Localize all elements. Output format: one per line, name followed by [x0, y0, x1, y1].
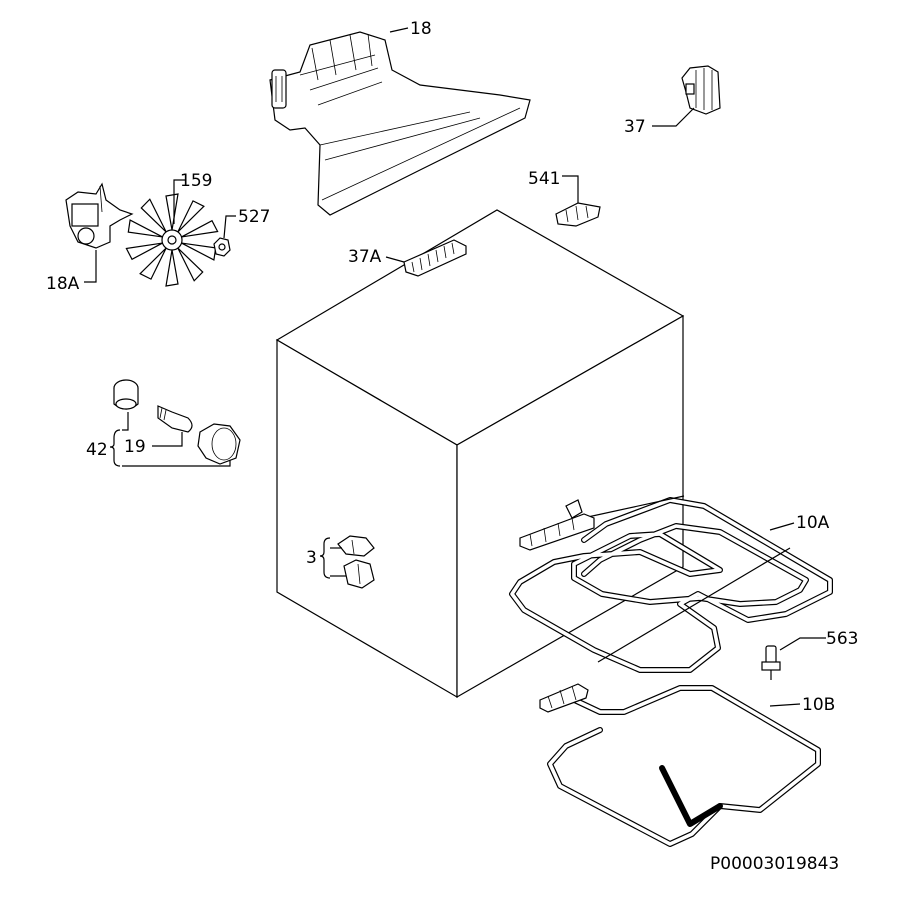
part-563-sensor — [761, 645, 781, 680]
leader-42b — [122, 460, 231, 467]
leader-37 — [652, 107, 695, 127]
part-42-lamp-cover — [197, 423, 241, 465]
leader-42a — [122, 412, 129, 431]
label-159: 159 — [180, 171, 212, 191]
label-527: 527 — [238, 207, 270, 227]
label-37a: 37A — [348, 247, 382, 267]
part-10b-bottom-element — [539, 683, 821, 847]
leader-18 — [389, 27, 409, 33]
label-18a: 18A — [46, 274, 80, 294]
leader-37a — [385, 256, 405, 263]
label-18: 18 — [410, 19, 432, 39]
leader-541 — [562, 175, 579, 203]
label-42: 42 — [86, 440, 108, 460]
part-19-bulb — [157, 405, 193, 433]
label-3: 3 — [306, 548, 317, 568]
label-563: 563 — [826, 629, 858, 649]
label-10b: 10B — [802, 695, 835, 715]
leader-159 — [173, 179, 186, 224]
part-37-switch — [681, 65, 721, 115]
part-18-fan-duct — [269, 31, 531, 216]
leader-10a — [769, 522, 795, 531]
part-37a-terminal-block — [403, 239, 467, 277]
part-42-lamp-holder — [113, 379, 139, 410]
label-37: 37 — [624, 117, 646, 137]
brace-3 — [319, 537, 331, 579]
part-541-connector — [555, 202, 601, 227]
label-19: 19 — [124, 437, 146, 457]
leader-527 — [223, 215, 236, 239]
part-527-nut — [213, 237, 231, 257]
oven-cavity — [275, 209, 685, 699]
leader-18a — [84, 250, 97, 283]
part-18a-fan-motor — [65, 182, 134, 249]
part-3-clips — [337, 535, 375, 589]
label-10a: 10A — [796, 513, 830, 533]
leader-563 — [779, 637, 826, 651]
brace-42 — [109, 429, 121, 467]
leader-10b — [769, 703, 801, 707]
drawing-code: P00003019843 — [710, 854, 839, 874]
label-541: 541 — [528, 169, 560, 189]
part-10a-grill-element — [509, 495, 833, 673]
part-159-fan-blade — [125, 193, 219, 287]
leader-19 — [152, 432, 183, 447]
